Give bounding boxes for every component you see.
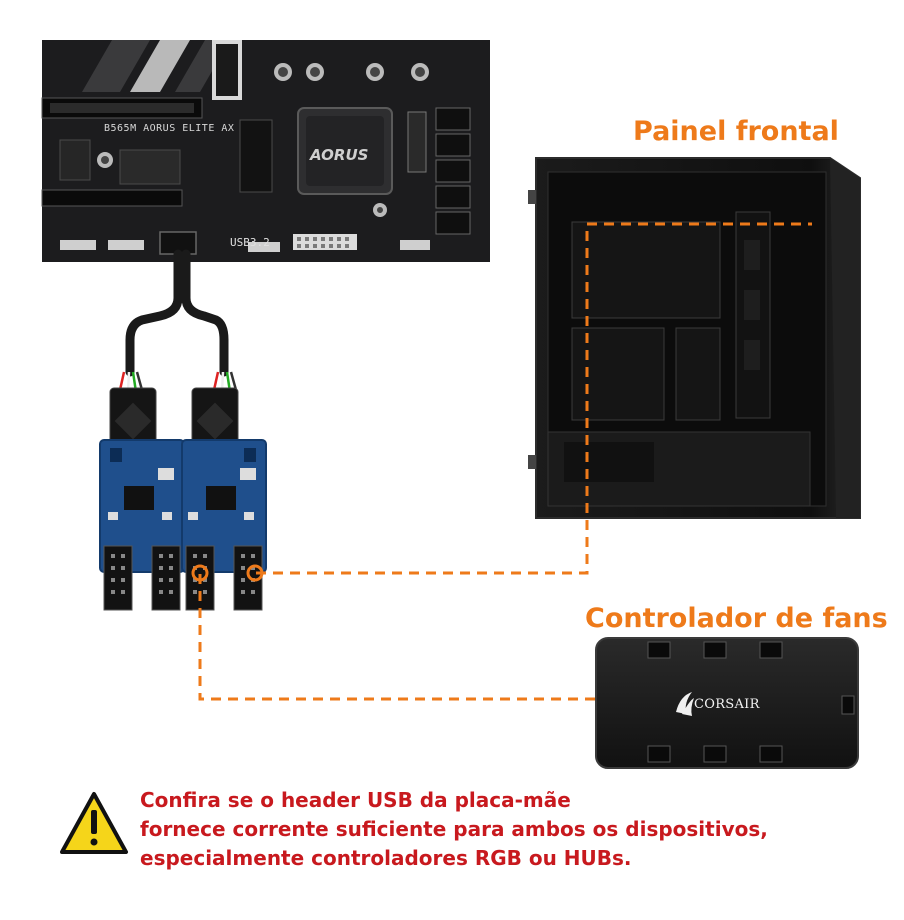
fan-controller-box — [595, 637, 859, 769]
front-panel-label: Painel frontal — [633, 116, 839, 147]
pc-case — [528, 157, 861, 519]
usb-splitter-cable — [109, 249, 239, 449]
motherboard-model-text: B565M AORUS ELITE AX — [104, 123, 235, 134]
fan-controller-label: Controlador de fans — [585, 603, 888, 634]
warning-line-2: fornece corrente suficiente para ambos o… — [140, 817, 768, 841]
motherboard — [41, 40, 490, 262]
connector-marker-left — [191, 564, 209, 582]
warning-message: Confira se o header USB da placa-mãe for… — [140, 786, 768, 873]
warning-triangle-icon — [60, 792, 128, 854]
usb-splitter-board-left — [99, 439, 185, 611]
corsair-brand-text: CORSAIR — [694, 697, 760, 712]
usb-header-label: USB3.2 — [230, 236, 270, 249]
motherboard-brand-text: AORUS — [310, 146, 369, 164]
connector-marker-right — [246, 564, 264, 582]
usb-splitter-board-right — [181, 439, 267, 611]
warning-line-3: especialmente controladores RGB ou HUBs. — [140, 846, 632, 870]
connection-lines — [198, 222, 812, 701]
corsair-logo-icon — [676, 692, 692, 714]
dashed-line-fan-controller — [198, 574, 596, 701]
warning-line-1: Confira se o header USB da placa-mãe — [140, 788, 571, 812]
